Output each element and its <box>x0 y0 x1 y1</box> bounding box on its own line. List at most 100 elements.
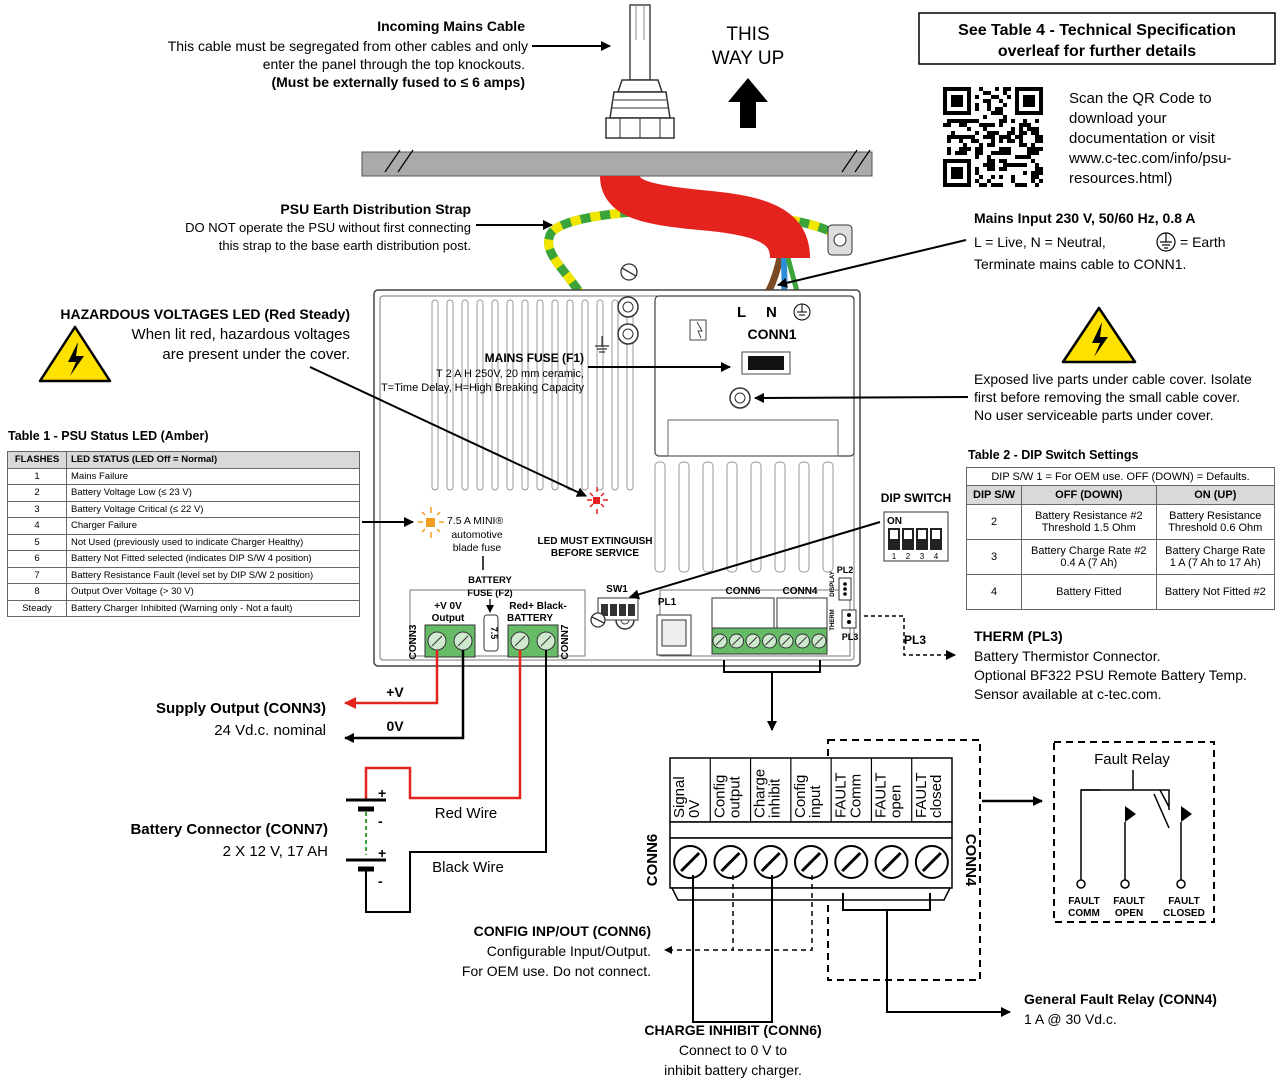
supply-output-line1: 24 Vd.c. nominal <box>214 722 326 739</box>
svg-text:download your: download your <box>1069 110 1167 127</box>
table1-header-flashes: FLASHES <box>7 451 67 469</box>
board-conn7: CONN7 <box>560 624 571 659</box>
therm-line3: Sensor available at c-tec.com. <box>974 686 1162 702</box>
mains-input-arrow <box>777 239 967 288</box>
this-way-up-1: THIS <box>726 24 769 45</box>
table1-status: Charger Failure <box>66 517 360 535</box>
table2-cell-line1: Battery Charge Rate <box>1165 545 1266 557</box>
see-table-1: See Table 4 - Technical Specification <box>958 22 1236 39</box>
mains-input-line1: L = Live, N = Neutral, <box>974 234 1106 250</box>
table2-sw: 2 <box>966 504 1022 540</box>
table1-status: Mains Failure <box>66 467 360 485</box>
charge-inhibit-line1: Connect to 0 V to <box>679 1042 787 1058</box>
dip-switch-title: DIP SWITCH <box>881 491 951 505</box>
table2-header-off: OFF (DOWN) <box>1021 485 1157 505</box>
table2-header-on: ON (UP) <box>1155 485 1276 505</box>
mains-fuse-line1: T 2 A H 250V, 20 mm ceramic, <box>436 368 584 380</box>
supply-zero-label: 0V <box>386 718 404 734</box>
config-io-line1: Configurable Input/Output. <box>487 943 651 959</box>
battery-label-2: BATTERY <box>507 613 553 624</box>
board-pl3: PL3 <box>842 632 859 642</box>
table1-flashes: 6 <box>7 550 67 568</box>
terminal-label: output <box>726 775 743 818</box>
term-conn6: CONN6 <box>644 834 661 887</box>
battery-fuse-1: BATTERY <box>468 575 512 586</box>
blade-fuse-2: automotive <box>451 529 503 541</box>
config-in-wire <box>733 875 813 951</box>
table1-flashes: 8 <box>7 583 67 601</box>
table1-flashes: 3 <box>7 500 67 518</box>
therm-title: THERM (PL3) <box>974 628 1063 644</box>
table2-cell-line2: 1 A (7 Ah to 17 Ah) <box>1169 557 1261 569</box>
relay-open-2: OPEN <box>1115 908 1143 919</box>
terminal-label: inhibit <box>767 778 784 818</box>
this-way-up-2: WAY UP <box>712 48 785 69</box>
board-sw1: SW1 <box>606 584 628 595</box>
led-msg1: LED MUST EXTINGUISH <box>537 536 652 547</box>
table2-cell-line1: Battery Resistance <box>1169 510 1262 522</box>
incoming-line1: This cable must be segregated from other… <box>168 38 528 54</box>
table2-title: Table 2 - DIP Switch Settings <box>968 448 1138 462</box>
exposed-line3: No user serviceable parts under cover. <box>974 407 1214 423</box>
panel-top-plate <box>361 149 873 177</box>
relay-comm-2: COMM <box>1068 908 1100 919</box>
board-display: DISPLAY <box>830 571 836 596</box>
fault-relay-title: Fault Relay <box>1094 751 1170 768</box>
therm-line2: Optional BF322 PSU Remote Battery Temp. <box>974 667 1247 683</box>
relay-comm-1: FAULT <box>1068 896 1099 907</box>
hazard-led-arrow <box>309 366 587 497</box>
therm-pl3: PL3 <box>904 633 926 647</box>
relay-closed-1: FAULT <box>1168 896 1199 907</box>
blade-fuse-3: blade fuse <box>453 542 502 554</box>
see-table-2: overleaf for further details <box>998 43 1196 60</box>
table1-header-status: LED STATUS (LED Off = Normal) <box>66 451 360 469</box>
dip-switch-arrow <box>629 521 881 600</box>
terminal-label: open <box>888 785 905 818</box>
term-conn4: CONN4 <box>962 834 979 887</box>
hazard-led-line1: When lit red, hazardous voltages <box>132 326 350 343</box>
hazard-led-line2: are present under the cover. <box>162 346 350 363</box>
dip-switch-icon <box>883 511 949 562</box>
table1-status: Battery Not Fitted selected (indicates D… <box>66 550 360 568</box>
mains-fuse-line2: T=Time Delay, H=High Breaking Capacity <box>381 382 584 394</box>
table2-cell: Battery Not Fitted #2 <box>1155 574 1276 610</box>
battery-icon: + - + - <box>346 785 386 889</box>
table2-sw: 3 <box>966 539 1022 575</box>
table1-status: Battery Voltage Critical (≤ 22 V) <box>66 500 360 518</box>
terminal-label: Charge <box>752 769 769 818</box>
screwdriver-icon <box>590 263 638 628</box>
table2-cell-line2: 0.4 A (7 Ah) <box>1060 557 1118 569</box>
battery-label-1: Red+ Black- <box>509 601 567 612</box>
therm-arrow <box>864 615 956 660</box>
svg-text:resources.html): resources.html) <box>1069 170 1172 187</box>
fault-relay-box <box>1053 741 1215 923</box>
fuse-value: 7.5 <box>489 627 499 640</box>
earth-strap-title: PSU Earth Distribution Strap <box>280 201 471 217</box>
output-label-2: Output <box>432 613 465 624</box>
general-fault-line1: 1 A @ 30 Vd.c. <box>1024 1011 1117 1027</box>
svg-text:+: + <box>378 845 386 861</box>
table1-status: Not Used (previously used to indicate Ch… <box>66 533 360 551</box>
earth-symbol-icon <box>1156 232 1176 252</box>
exposed-line2: first before removing the small cable co… <box>974 389 1240 405</box>
qr-text: Scan the QR Code to download your docume… <box>1068 90 1232 187</box>
incoming-title: Incoming Mains Cable <box>377 18 525 34</box>
red-wire-label: Red Wire <box>435 805 498 822</box>
table1-status: Battery Charger Inhibited (Warning only … <box>66 599 360 617</box>
table1-flashes: 1 <box>7 467 67 485</box>
board-pl1: PL1 <box>658 597 677 608</box>
svg-text:Scan the QR Code to: Scan the QR Code to <box>1069 90 1212 107</box>
mains-internal-wires <box>600 173 810 306</box>
table2-cell-line1: Battery Charge Rate #2 <box>1030 545 1147 557</box>
hazard-warning-icon <box>38 325 112 383</box>
